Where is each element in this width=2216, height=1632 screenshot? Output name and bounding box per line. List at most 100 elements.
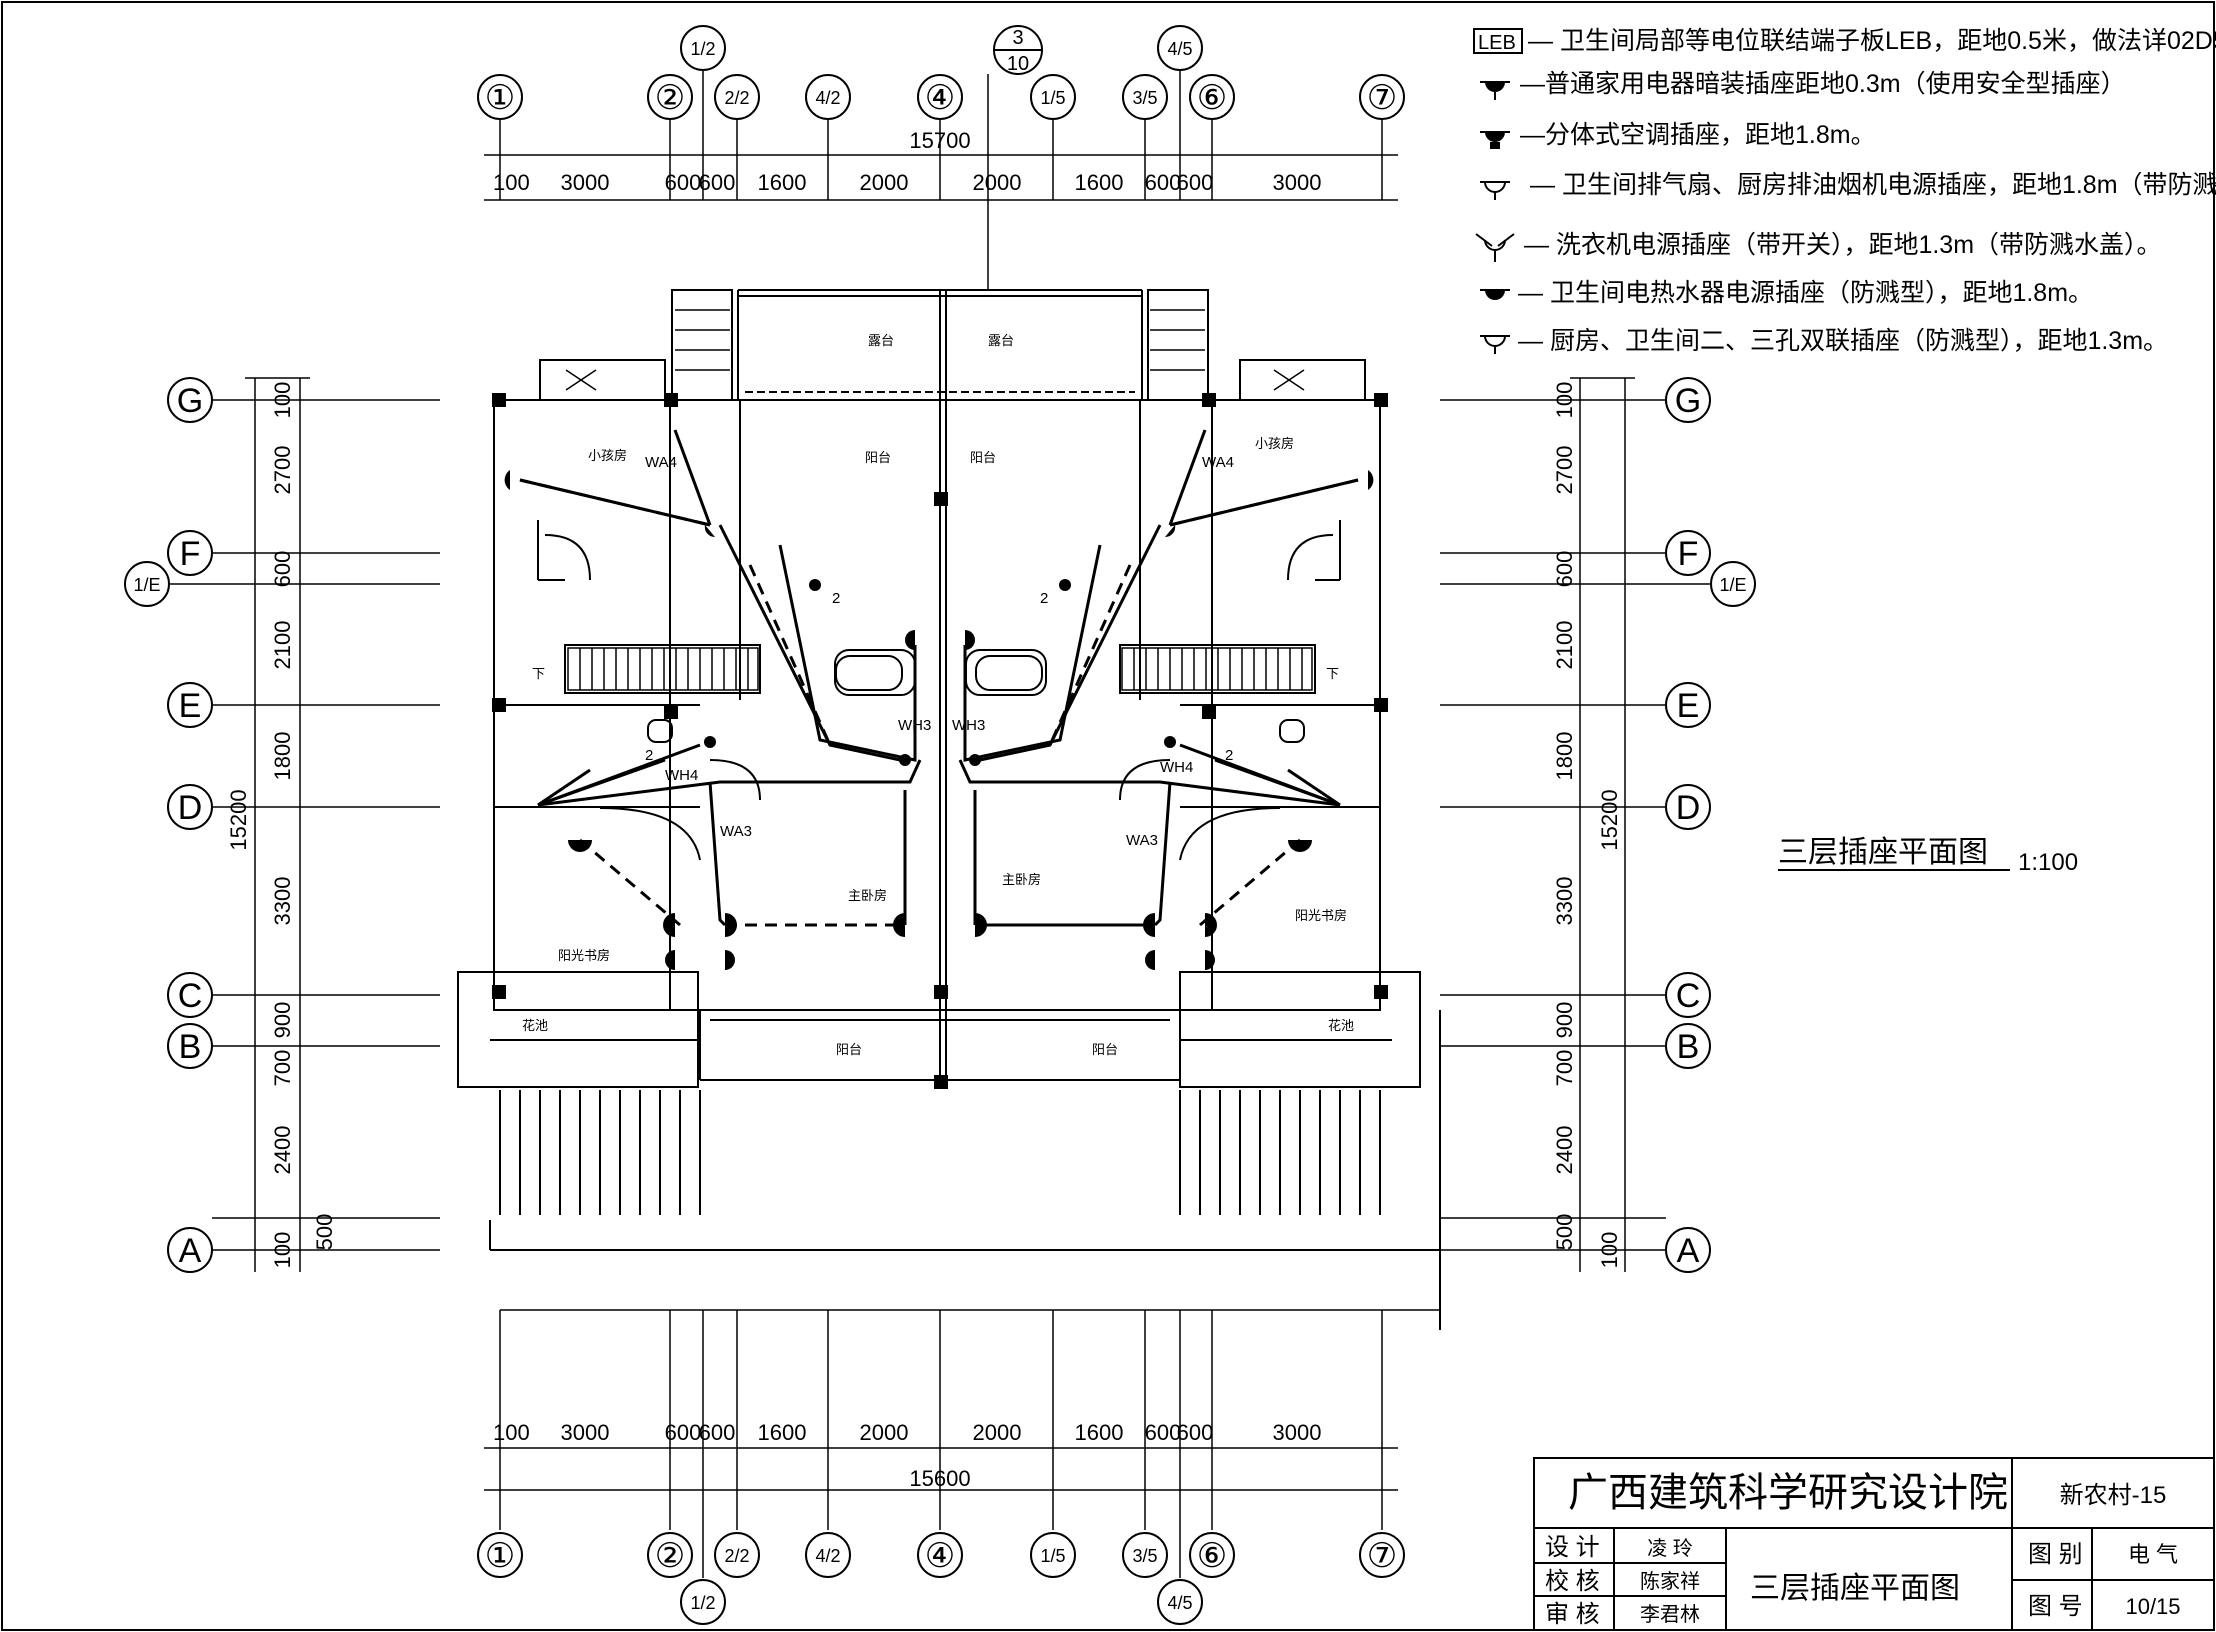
axis-bubble-1-bottom: ①	[477, 1532, 523, 1578]
svg-text:花池: 花池	[1328, 1018, 1354, 1033]
svg-text:—分体式空调插座，距地1.8m。: —分体式空调插座，距地1.8m。	[1520, 121, 1876, 149]
svg-text:阳台: 阳台	[836, 1042, 862, 1057]
svg-text:2/2: 2/2	[724, 88, 749, 108]
axis-bubble-2-2: 2/2	[714, 74, 760, 120]
svg-text:700: 700	[270, 1050, 295, 1087]
row-axis-f-right: F	[1665, 530, 1711, 576]
svg-text:1/5: 1/5	[1040, 1546, 1065, 1566]
svg-text:露台: 露台	[868, 333, 894, 348]
row-axis-b-left: B	[167, 1023, 213, 1069]
svg-text:2000: 2000	[860, 170, 909, 195]
svg-text:WA4: WA4	[645, 454, 677, 471]
svg-text:设 计: 设 计	[1545, 1534, 1600, 1561]
leb-symbol-icon	[1473, 28, 1523, 54]
svg-text:700: 700	[1552, 1050, 1577, 1087]
svg-text:3300: 3300	[270, 877, 295, 926]
svg-text:600: 600	[665, 170, 702, 195]
drawing-number: 10/15	[2125, 1594, 2180, 1619]
svg-text:2: 2	[832, 590, 840, 607]
svg-text:100: 100	[1552, 382, 1577, 419]
svg-text:A: A	[179, 1232, 202, 1270]
svg-text:— 卫生间局部等电位联结端子板LEB，距地0.5米，做法详0: — 卫生间局部等电位联结端子板LEB，距地0.5米，做法详02D501-2。	[1528, 27, 2216, 55]
svg-text:— 厨房、卫生间二、三孔双联插座（防溅型），距地1.3m。: — 厨房、卫生间二、三孔双联插座（防溅型），距地1.3m。	[1518, 327, 2168, 355]
svg-text:①: ①	[485, 79, 515, 117]
svg-text:WH4: WH4	[1160, 759, 1193, 776]
svg-text:小孩房: 小孩房	[588, 448, 627, 463]
structural-columns	[492, 393, 1388, 1089]
svg-text:— 洗衣机电源插座（带开关），距地1.3m（带防溅水盖）。: — 洗衣机电源插座（带开关），距地1.3m（带防溅水盖）。	[1524, 231, 2162, 259]
axis-bubble-4: ④	[917, 74, 963, 120]
svg-text:— 卫生间电热水器电源插座（防溅型），距地1.8m。: — 卫生间电热水器电源插座（防溅型），距地1.8m。	[1518, 279, 2093, 307]
svg-text:小孩房: 小孩房	[1255, 436, 1294, 451]
svg-text:⑥: ⑥	[1197, 1537, 1227, 1575]
designer-name: 凌 玲	[1647, 1537, 1693, 1560]
svg-text:600: 600	[1145, 1420, 1182, 1445]
axis-bubble-6-bottom: ⑥	[1189, 1532, 1235, 1578]
svg-text:花池: 花池	[522, 1018, 548, 1033]
svg-text:1/2: 1/2	[690, 39, 715, 59]
svg-text:500: 500	[312, 1214, 337, 1251]
wiring-dashed	[519, 478, 1359, 927]
svg-text:审 核: 审 核	[1545, 1601, 1600, 1628]
lower-balcony-posts	[499, 1090, 1381, 1215]
socket-normal-icon	[1480, 81, 1510, 100]
axis-bubble-1-2-bottom: 1/2	[680, 1579, 726, 1625]
svg-text:E: E	[179, 687, 202, 725]
svg-text:1600: 1600	[1075, 1420, 1124, 1445]
axis-bubble-2-2-bottom: 2/2	[714, 1532, 760, 1578]
top-axis-leaders	[484, 70, 1398, 290]
svg-text:4/5: 4/5	[1167, 39, 1192, 59]
svg-text:— 卫生间排气扇、厨房排油烟机电源插座，距地1.8m（带防溅: — 卫生间排气扇、厨房排油烟机电源插座，距地1.8m（带防溅水盖）。	[1530, 171, 2216, 199]
plan-title: 三层插座平面图	[1778, 836, 1988, 869]
right-dimension-lines	[1440, 377, 1711, 1272]
title-block: 广西建筑科学研究设计院 新农村-15 设 计 凌 玲 校 核 陈家祥 审 核 李…	[1533, 1457, 2215, 1631]
svg-text:2400: 2400	[270, 1126, 295, 1175]
svg-text:1/2: 1/2	[690, 1593, 715, 1613]
svg-text:主卧房: 主卧房	[1002, 872, 1041, 887]
svg-text:下: 下	[532, 666, 545, 681]
svg-text:④: ④	[925, 1537, 955, 1575]
axis-bubble-7: ⑦	[1359, 74, 1405, 120]
svg-text:600: 600	[665, 1420, 702, 1445]
row-axis-f-left: F	[167, 530, 213, 576]
svg-text:600: 600	[1177, 170, 1214, 195]
row-axis-d-left: D	[167, 784, 213, 830]
svg-text:2: 2	[1040, 590, 1048, 607]
svg-text:600: 600	[1552, 551, 1577, 588]
svg-text:下: 下	[1326, 666, 1339, 681]
svg-text:4/5: 4/5	[1167, 1593, 1192, 1613]
project-name: 新农村-15	[2060, 1482, 2167, 1509]
legend: LEB — 卫生间局部等电位联结端子板LEB，距地0.5米，做法详02D501-…	[1473, 27, 2216, 355]
svg-text:2000: 2000	[973, 170, 1022, 195]
stair-hatch	[567, 647, 1313, 691]
institute-name: 广西建筑科学研究设计院	[1568, 1471, 2008, 1515]
svg-text:阳台: 阳台	[1092, 1042, 1118, 1057]
svg-text:15200: 15200	[226, 789, 251, 850]
left-row-axes: G F 1/E E D C B A	[124, 377, 213, 1273]
svg-text:100: 100	[493, 170, 530, 195]
svg-text:主卧房: 主卧房	[848, 888, 887, 903]
svg-text:校 核: 校 核	[1545, 1568, 1600, 1595]
row-axis-g-right: G	[1665, 377, 1711, 423]
svg-text:—普通家用电器暗装插座距地0.3m（使用安全型插座）: —普通家用电器暗装插座距地0.3m（使用安全型插座）	[1520, 70, 2126, 98]
axis-bubble-1-5: 1/5	[1030, 74, 1076, 120]
svg-text:②: ②	[655, 79, 685, 117]
top-axis-bubbles: ① ② 2/2 4/2 ④ 1/5 3/5 ⑥ ⑦ 1/2 4/5 3 10	[477, 25, 1405, 120]
svg-text:600: 600	[699, 1420, 736, 1445]
plan-scale: 1:100	[2018, 849, 2078, 876]
svg-text:600: 600	[1145, 170, 1182, 195]
row-axis-c-right: C	[1665, 972, 1711, 1018]
bathtubs	[647, 655, 1305, 743]
row-axis-e-left: E	[167, 682, 213, 728]
svg-text:E: E	[1677, 687, 1700, 725]
svg-text:⑦: ⑦	[1367, 1537, 1397, 1575]
svg-text:F: F	[1678, 535, 1699, 573]
svg-text:600: 600	[699, 170, 736, 195]
svg-text:100: 100	[493, 1420, 530, 1445]
axis-bubble-1: ①	[477, 74, 523, 120]
svg-text:1800: 1800	[270, 732, 295, 781]
row-axis-a-left: A	[167, 1227, 213, 1273]
svg-text:阳光书房: 阳光书房	[558, 948, 610, 963]
